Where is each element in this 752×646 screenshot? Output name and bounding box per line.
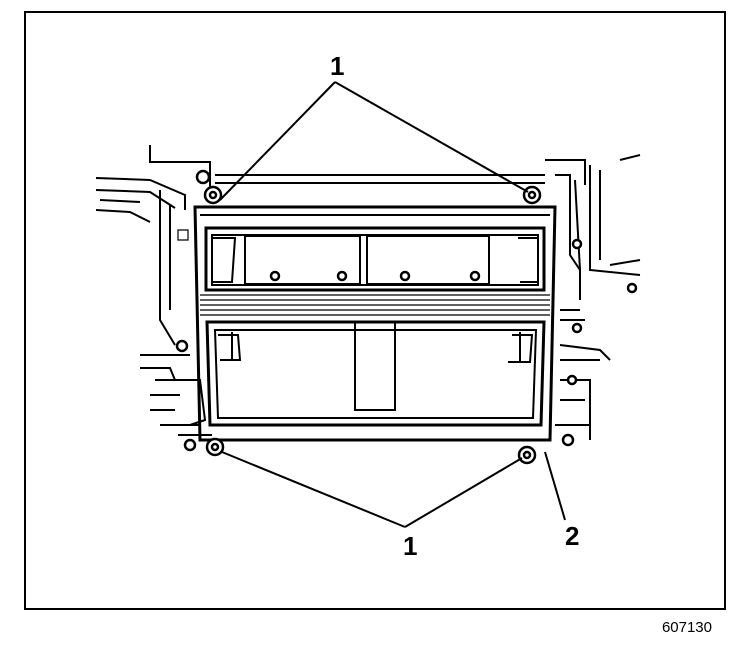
figure-border [24,11,726,610]
right-bracket-structure [215,154,641,447]
figure-id: 607130 [661,619,712,636]
callout-1-top: 1 [330,51,344,81]
hvac-module-housing [193,185,557,465]
left-bracket-structure [95,145,212,452]
callout-2: 2 [565,521,579,551]
leader-lines [219,81,566,528]
callout-1-bottom: 1 [403,531,417,561]
